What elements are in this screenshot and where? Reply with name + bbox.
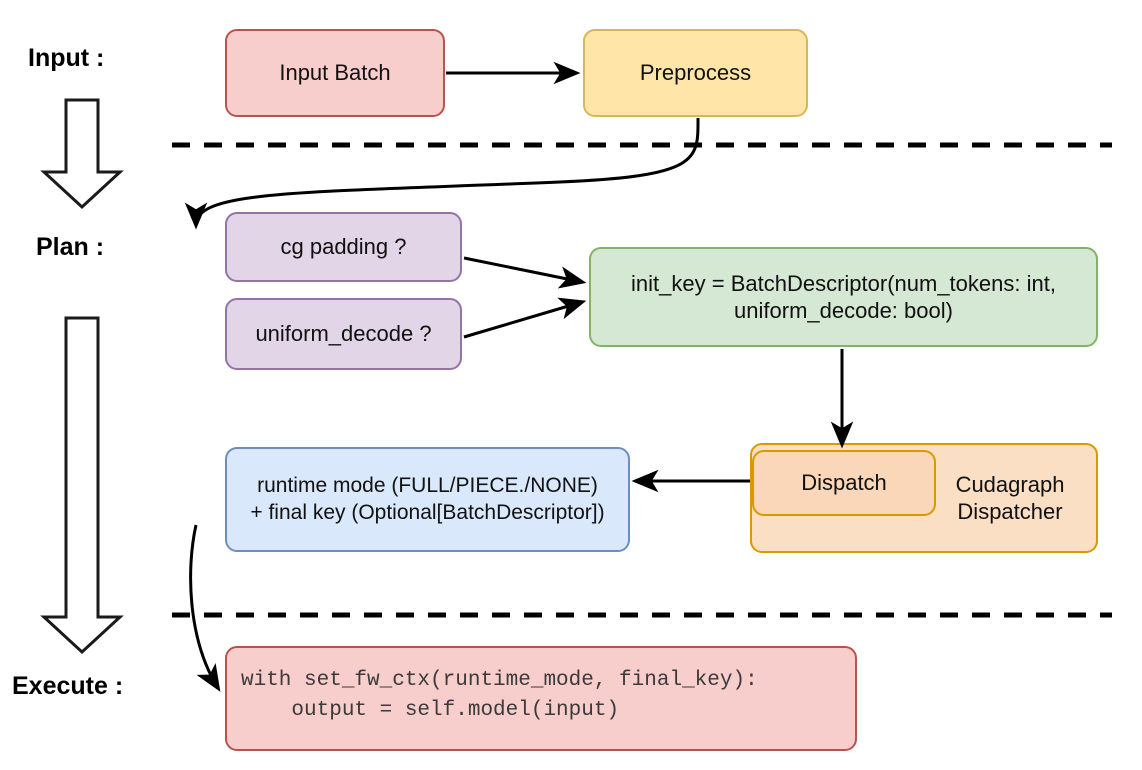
stage-arrow-input-to-plan: [40, 98, 124, 210]
node-dispatch[interactable]: Dispatch: [752, 450, 936, 516]
node-cg-padding-label: cg padding ?: [280, 234, 407, 260]
stage-arrow-plan-to-execute: [40, 316, 124, 655]
node-input-batch[interactable]: Input Batch: [225, 29, 445, 117]
stage-label-execute: Execute :: [12, 672, 124, 700]
node-runtime-mode[interactable]: runtime mode (FULL/PIECE./NONE) + final …: [225, 447, 630, 552]
node-cudagraph-dispatcher-label: Cudagraph Dispatcher: [955, 471, 1065, 525]
node-execute-code-label: with set_fw_ctx(runtime_mode, final_key)…: [241, 669, 758, 723]
node-dispatch-label: Dispatch: [801, 470, 887, 496]
node-runtime-mode-label: runtime mode (FULL/PIECE./NONE) + final …: [250, 474, 605, 524]
stage-label-input: Input :: [28, 44, 105, 72]
node-input-batch-label: Input Batch: [279, 60, 391, 86]
edge-runtime-mode-to-execute-code: [189, 524, 221, 692]
node-uniform-decode-label: uniform_decode ?: [255, 321, 432, 347]
node-init-key-label: init_key = BatchDescriptor(num_tokens: i…: [631, 270, 1056, 324]
edge-cg-padding-to-init-key: [463, 256, 587, 289]
edge-preprocess-to-cg-padding: [184, 117, 700, 230]
node-preprocess[interactable]: Preprocess: [583, 29, 808, 117]
node-execute-code[interactable]: with set_fw_ctx(runtime_mode, final_key)…: [225, 646, 857, 751]
node-preprocess-label: Preprocess: [639, 60, 752, 86]
edge-uniform-decode-to-init-key: [463, 297, 587, 339]
stage-label-plan: Plan :: [36, 233, 105, 261]
node-cg-padding[interactable]: cg padding ?: [225, 212, 462, 282]
node-init-key[interactable]: init_key = BatchDescriptor(num_tokens: i…: [589, 247, 1098, 347]
node-uniform-decode[interactable]: uniform_decode ?: [225, 298, 462, 370]
